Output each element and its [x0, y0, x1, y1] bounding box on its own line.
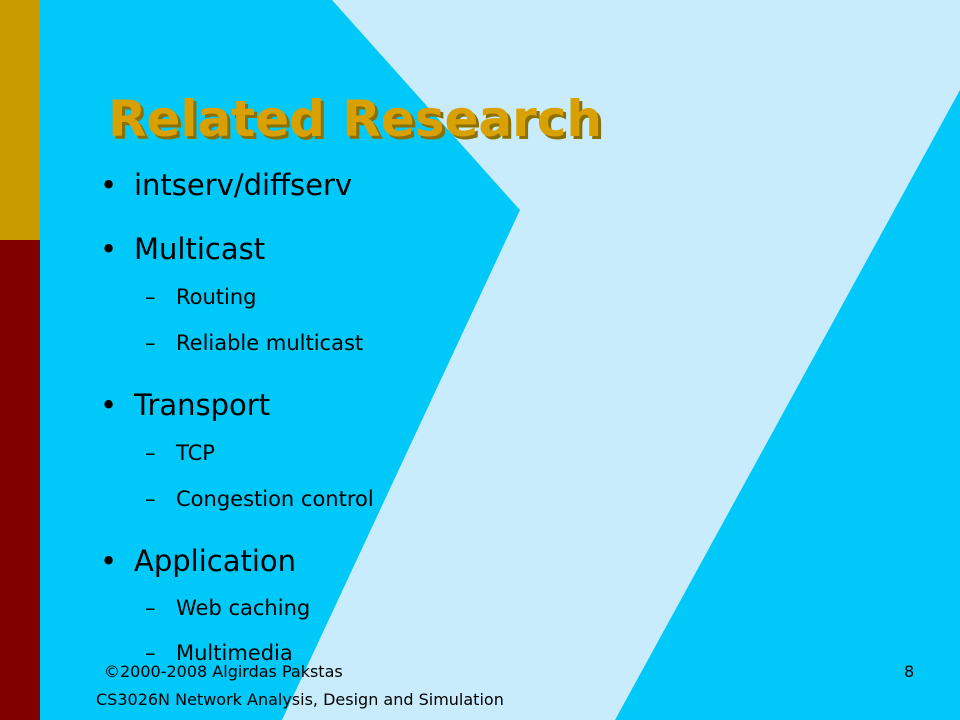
bullet-marker: • [100, 544, 118, 578]
sub-bullet-text: Congestion control [176, 487, 374, 511]
bullet-marker: • [100, 168, 118, 202]
page-number: 8 [904, 662, 915, 681]
bullet-marker: • [100, 388, 118, 422]
sub-bullet-marker: – [145, 441, 156, 465]
sub-bullet-text: Routing [176, 285, 257, 309]
sub-bullet-text: Web caching [176, 596, 311, 620]
bullet-text: Transport [134, 388, 271, 422]
sub-bullet-marker: – [145, 596, 156, 620]
maroon-side-bar [0, 240, 40, 720]
footer-copyright: ©2000-2008 Algirdas Pakstas [104, 662, 343, 681]
gold-side-bar [0, 0, 40, 240]
sub-bullet-text: TCP [176, 441, 215, 465]
sub-bullet-marker: – [145, 641, 156, 665]
sub-bullet-marker: – [145, 487, 156, 511]
slide-title: Related Research [108, 90, 603, 148]
bullet-text: intserv/diffserv [134, 168, 353, 202]
sub-bullet-marker: – [145, 285, 156, 309]
sub-bullet-text: Reliable multicast [176, 331, 364, 355]
bullet-marker: • [100, 232, 118, 266]
sub-bullet-marker: – [145, 331, 156, 355]
footer-course-title: CS3026N Network Analysis, Design and Sim… [96, 690, 504, 709]
bullet-text: Application [134, 544, 297, 578]
sub-bullet-text: Multimedia [176, 641, 293, 665]
bullet-text: Multicast [134, 232, 266, 266]
